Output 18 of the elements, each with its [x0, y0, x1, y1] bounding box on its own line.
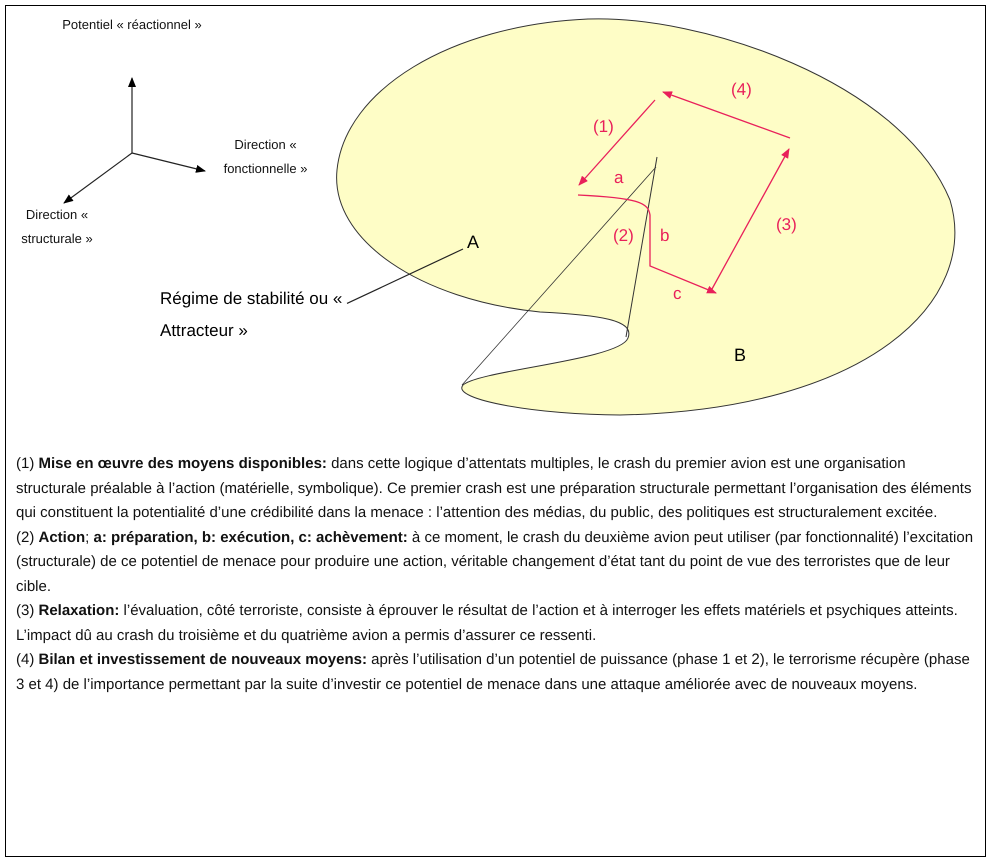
callout-text: Régime de stabilité ou « Attracteur »	[160, 283, 345, 347]
leader-line	[346, 248, 464, 304]
region-label: B	[734, 345, 746, 366]
step-label: b	[660, 226, 670, 246]
axis-label: Direction « structurale »	[20, 206, 94, 248]
step-label: a	[614, 168, 624, 188]
paragraph: (4) Bilan et investissement de nouveaux moyens: après l’utilisation d’un potentiel de puissance (phase 1 et 2), le terrorisme récupère (phase 3 et 4) de l’importance permettant par la suite d’investir ce potentiel de menace dans une attaque améliorée avec de nouveaux moyens.	[16, 650, 971, 694]
phase-label: (2)	[613, 226, 634, 246]
phase-label: (4)	[731, 80, 752, 100]
paragraph: (3) Relaxation: l’évaluation, côté terroriste, consiste à éprouver le résultat de l’action et à interroger les effets matériels et psychiques atteints. L’impact dû au crash du troisième et du quatrième avion a permis d’assurer ce ressenti.	[16, 601, 959, 646]
phase-label: (1)	[593, 117, 614, 137]
paragraph: (2) Action; a: préparation, b: exécution, c: achèvement: à ce moment, le crash du deuxième avion peut utiliser (par fonctionnalité) l’excitation (structurale) de ce potentiel de menace pour produire une action, véritable changement d’état tant du point de vue des terroristes que de leur cible.	[16, 528, 974, 596]
axis-label: Direction « fonctionnelle »	[222, 136, 308, 178]
step-label: c	[673, 284, 682, 304]
axis-label: Potentiel « réactionnel »	[62, 16, 202, 34]
phase-label: (3)	[776, 215, 797, 235]
paragraph: (1) Mise en œuvre des moyens disponibles: dans cette logique d’attentats multiples, le crash du premier avion est une organisation structurale préalable à l’action (matérielle, symbolique). Ce premier crash est une préparation structurale permettant l’organisation des éléments qui constituent la potentialité d’une crédibilité dans la menace : l’attention des médias, du public, des politiques est structuralement excitée.	[16, 454, 972, 523]
region-label: A	[467, 228, 487, 256]
